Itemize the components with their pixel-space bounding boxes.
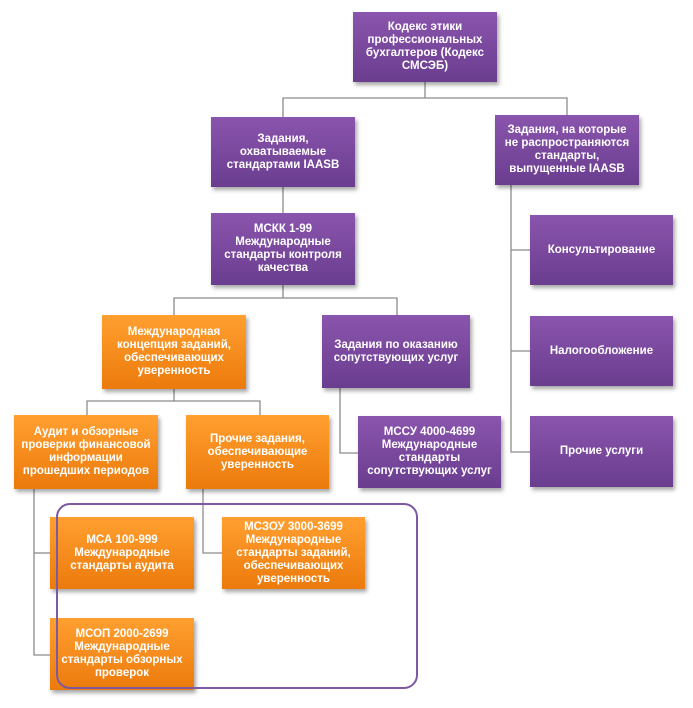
node-code-of-ethics-label: Кодекс этики профессиональных бухгалтеро… [365, 21, 485, 72]
node-audit-and-review: Аудит и обзорные проверки финансовой инф… [14, 415, 158, 489]
node-assurance-framework: Международная концепция заданий, обеспеч… [102, 315, 246, 389]
connector-code-to-level2 [282, 80, 426, 117]
node-consulting: Консультирование [530, 215, 673, 285]
node-isre-code: МСОП 2000-2699 [75, 628, 169, 640]
node-isae-name: Международные стандарты заданий, обеспеч… [236, 533, 351, 585]
node-taxation: Налогообложение [530, 316, 673, 386]
connector-other-to-isae [202, 489, 222, 554]
connector-isqc-to-level4 [173, 285, 284, 315]
node-isrs-name: Международные стандарты сопутствующих ус… [367, 439, 492, 477]
highlight-frame [56, 503, 418, 689]
connector-audit-to-standards [33, 489, 50, 656]
node-assurance-framework-label: Международная концепция заданий, обеспеч… [117, 326, 231, 377]
node-taxation-label: Налогообложение [549, 344, 654, 357]
node-code-of-ethics: Кодекс этики профессиональных бухгалтеро… [353, 12, 497, 82]
node-non-iaasb-engagements: Задания, на которые не распространяются … [495, 115, 639, 185]
connector-framework-to-audit [86, 389, 175, 415]
node-isa-code: МСА 100-999 [86, 533, 158, 546]
node-iaasb-engagements: Задания, охватываемые стандартами IAASB [211, 117, 355, 187]
connector-non-iaasb-to-services [510, 185, 530, 453]
node-isa: МСА 100-999 Международные стандарты ауди… [50, 517, 194, 589]
node-isrs: МССУ 4000-4699 Международные стандарты с… [358, 416, 501, 488]
node-other-assurance: Прочие задания, обеспечивающие увереннос… [186, 415, 329, 489]
node-isre: МСОП 2000-2699 Международные стандарты о… [50, 618, 194, 690]
connector-framework-to-other-assurance [174, 400, 261, 415]
node-isre-name: Международные стандарты обзорных проверо… [61, 641, 183, 679]
connector-related-to-isrs [339, 388, 358, 454]
node-iaasb-engagements-label: Задания, охватываемые стандартами IAASB [226, 132, 340, 171]
node-non-iaasb-engagements-label: Задания, на которые не распространяются … [504, 124, 630, 175]
node-isae: МСЗОУ 3000-3699 Международные стандарты … [222, 517, 365, 589]
node-isqc: МСКК 1-99 Международные стандарты контро… [211, 213, 355, 285]
node-related-services-label: Задания по оказанию сопутствующих услуг [333, 338, 459, 364]
connector-isqc-to-related [283, 297, 398, 315]
node-isae-code: МСЗОУ 3000-3699 [244, 520, 343, 533]
node-other-assurance-label: Прочие задания, обеспечивающие увереннос… [207, 432, 308, 471]
connector-code-to-non-iaasb [425, 97, 568, 115]
node-other-services: Прочие услуги [530, 416, 673, 487]
node-related-services: Задания по оказанию сопутствующих услуг [322, 315, 470, 388]
node-isrs-code: МССУ 4000-4699 [383, 426, 476, 438]
node-other-services-label: Прочие услуги [559, 445, 644, 457]
node-consulting-label: Консультирование [547, 243, 656, 256]
node-isa-name: Международные стандарты аудита [70, 546, 174, 572]
node-audit-and-review-label: Аудит и обзорные проверки финансовой инф… [21, 426, 151, 477]
node-isqc-label: МСКК 1-99 Международные стандарты контро… [224, 223, 342, 274]
